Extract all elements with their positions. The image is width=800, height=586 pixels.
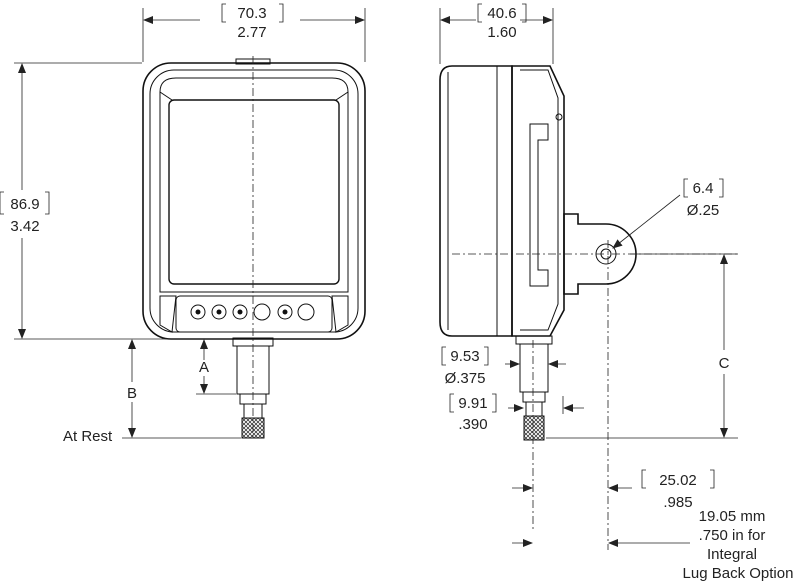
a-label: A [199,359,209,376]
depth-mm-label: 40.6 [487,5,516,22]
tip-in-label: .390 [458,416,487,433]
dim-hole: 6.4 Ø.25 [612,178,724,249]
tip-mm-label: 9.91 [458,395,487,412]
mounting-lug [563,213,637,295]
at-rest-label: At Rest [63,428,113,445]
stem-in-label: Ø.375 [445,370,486,387]
c-label: C [719,355,730,372]
front-buttons [190,303,315,321]
lug-note-line-2: .750 in for [699,527,766,544]
height-mm-label: 86.9 [10,196,39,213]
display-window [168,99,340,285]
dim-integral-lug: 19.05 mm .750 in for Integral Lug Back O… [512,508,793,582]
dim-width: 70.3 2.77 [142,3,366,62]
button-strip [175,295,333,333]
dim-a: A [196,339,236,395]
lug-note-line-4: Lug Back Option [683,565,794,582]
side-stem [515,335,553,345]
side-knurled-tip [523,415,545,441]
height-in-label: 3.42 [10,218,39,235]
lug-offset-mm-label: 25.02 [659,472,697,489]
dim-c: C [546,253,738,439]
dim-tip: 9.91 .390 [449,393,584,433]
side-view [439,65,738,550]
hole-mm-label: 6.4 [693,180,714,197]
dim-lug-offset: 25.02 .985 [512,469,715,511]
dim-depth: 40.6 1.60 [439,3,554,64]
stem-mm-label: 9.53 [450,348,479,365]
hole-in-label: Ø.25 [687,202,720,219]
side-housing [439,65,513,337]
front-view [142,56,366,440]
width-in-label: 2.77 [237,24,266,41]
lug-offset-in-label: .985 [663,494,692,511]
dim-stem: 9.53 Ø.375 [441,346,566,387]
depth-in-label: 1.60 [487,24,516,41]
b-label: B [127,385,137,402]
lug-note-line-1: 19.05 mm [699,508,766,525]
front-housing [142,62,366,340]
dim-b: B At Rest [63,339,241,445]
lug-note-line-3: Integral [707,546,757,563]
dim-height: 86.9 3.42 [0,62,232,340]
width-mm-label: 70.3 [237,5,266,22]
